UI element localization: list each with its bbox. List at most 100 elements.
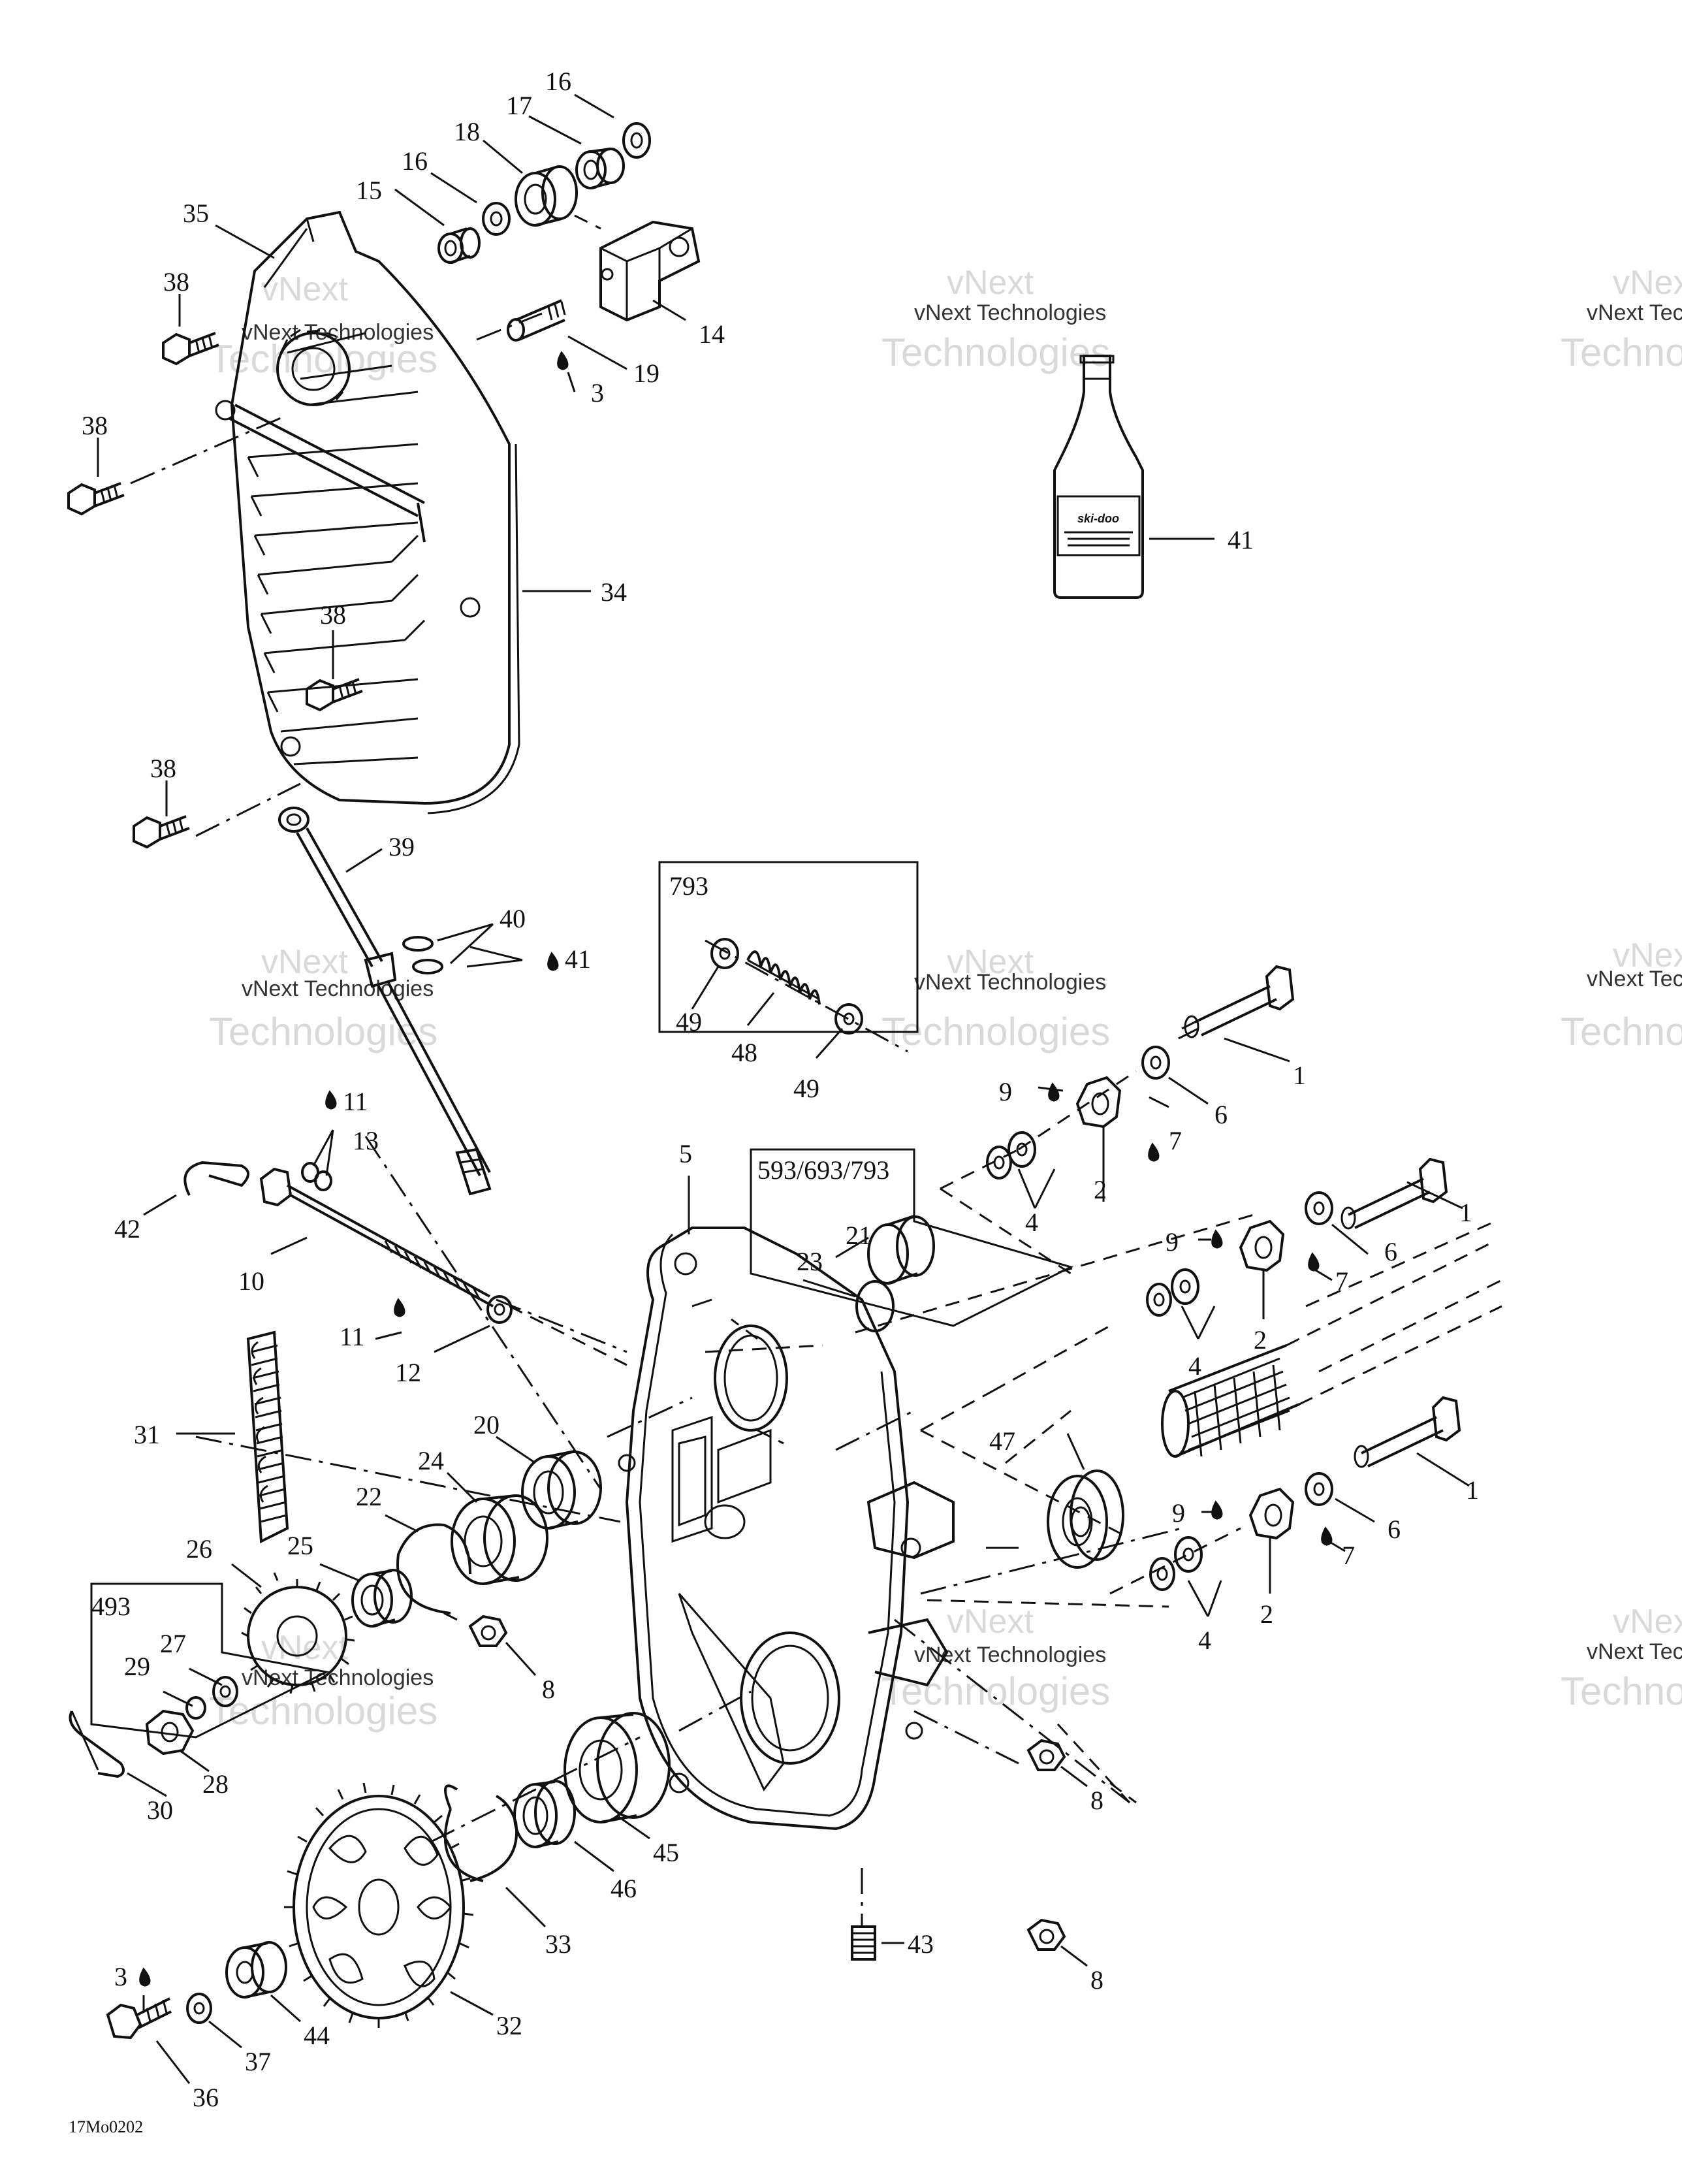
cotter-pin bbox=[183, 1161, 249, 1196]
watermark: vNext vNext Technologies Technologies bbox=[881, 943, 1110, 1053]
callout-18: 18 bbox=[454, 117, 480, 146]
callout-28: 28 bbox=[202, 1769, 229, 1799]
callout-11: 11 bbox=[343, 1087, 368, 1116]
watermark: vNext vNext Technologies Technologies bbox=[209, 943, 437, 1053]
housing-rib bbox=[678, 1593, 785, 1791]
drawing-code: 17Mo0202 bbox=[69, 2117, 143, 2136]
watermark-line3: Technologies bbox=[1561, 330, 1682, 374]
lubricant-drop-icon bbox=[1211, 1229, 1223, 1249]
callout-2: 2 bbox=[1254, 1325, 1267, 1355]
washer bbox=[1305, 1472, 1333, 1506]
callout-22: 22 bbox=[356, 1482, 382, 1511]
watermark-line3: Technologies bbox=[1561, 1010, 1682, 1053]
o-ring bbox=[402, 936, 434, 952]
circlip-33 bbox=[443, 1784, 518, 1882]
watermark-line2: vNext Technologies bbox=[914, 970, 1106, 995]
axis-line bbox=[835, 1409, 915, 1451]
adjuster-bolt bbox=[183, 1161, 513, 1324]
sprocket-hub bbox=[358, 1878, 400, 1936]
circlip-22 bbox=[396, 1523, 471, 1621]
callout-38: 38 bbox=[320, 600, 346, 630]
washer-37 bbox=[186, 1993, 212, 2024]
axis-line bbox=[607, 1396, 693, 1438]
bolt-assembly-top bbox=[986, 965, 1295, 1180]
callout-20: 20 bbox=[473, 1410, 500, 1439]
bottle-fine-print bbox=[1064, 531, 1133, 547]
watermark-group: vNext vNext Technologies Technologies vN… bbox=[209, 264, 1682, 1733]
watermark: vNext vNext Technologies Technologies bbox=[1561, 264, 1682, 374]
watermark-line1: vNext bbox=[947, 264, 1034, 302]
callout-47: 47 bbox=[989, 1426, 1015, 1456]
bolt-head bbox=[259, 1167, 293, 1207]
needle-bearing bbox=[575, 148, 625, 189]
spring bbox=[746, 950, 821, 1005]
tensioner-rod bbox=[278, 807, 492, 1196]
watermark-line3: Technologies bbox=[881, 330, 1110, 374]
cover-outline bbox=[230, 210, 511, 805]
callout-17: 17 bbox=[506, 91, 532, 120]
cotter-pin bbox=[69, 1710, 125, 1778]
callout-39: 39 bbox=[389, 832, 415, 861]
callout-8: 8 bbox=[1090, 1965, 1103, 1995]
callout-6: 6 bbox=[1214, 1100, 1228, 1129]
callout-16: 16 bbox=[545, 67, 571, 96]
axis-line bbox=[894, 1618, 1130, 1804]
nut bbox=[1248, 1487, 1295, 1540]
bolt-head bbox=[1265, 965, 1295, 1011]
callout-12: 12 bbox=[395, 1358, 421, 1387]
callout-13: 13 bbox=[353, 1126, 379, 1155]
watermark-line2: vNext Technologies bbox=[914, 300, 1106, 325]
callout-5: 5 bbox=[679, 1139, 692, 1168]
dashed-line bbox=[1018, 1070, 1137, 1151]
callout-1: 1 bbox=[1466, 1475, 1479, 1505]
washer bbox=[622, 122, 651, 159]
watermark-line2: vNext Technologies bbox=[1587, 1639, 1682, 1664]
axis-line bbox=[195, 782, 301, 837]
lubricant-bottle: ski-doo bbox=[1053, 355, 1144, 599]
housing-boss bbox=[866, 1481, 955, 1560]
tensioner-bolt bbox=[507, 299, 566, 342]
axis-line bbox=[130, 417, 281, 485]
bolt-38 bbox=[162, 332, 219, 366]
callout-49: 49 bbox=[676, 1007, 702, 1036]
housing-bolt-hole bbox=[669, 1773, 690, 1793]
housing-bolt-hole bbox=[674, 1252, 697, 1276]
spacer-25 bbox=[351, 1569, 413, 1628]
watermark: vNext vNext Technologies Technologies bbox=[1561, 1603, 1682, 1713]
sprocket-26 bbox=[241, 1572, 355, 1694]
callout-23: 23 bbox=[797, 1247, 823, 1276]
watermark: vNext vNext Technologies Technologies bbox=[209, 1629, 437, 1733]
bolt-assembly-bottom bbox=[1149, 1396, 1461, 1591]
axis-line bbox=[430, 1736, 641, 1843]
callout-16: 16 bbox=[402, 146, 428, 176]
leader-lines bbox=[97, 93, 1470, 2084]
callout-25: 25 bbox=[287, 1531, 313, 1560]
callout-7: 7 bbox=[1342, 1541, 1355, 1570]
watermark-line1: vNext bbox=[947, 943, 1034, 981]
washer bbox=[482, 202, 511, 236]
detail-box-793: 793 bbox=[658, 861, 919, 1053]
washer bbox=[710, 938, 739, 969]
bearing-45 bbox=[563, 1712, 671, 1823]
cover-edge bbox=[263, 218, 315, 288]
callout-2: 2 bbox=[1094, 1175, 1107, 1204]
callout-40: 40 bbox=[500, 904, 526, 933]
nut bbox=[1075, 1076, 1122, 1129]
watermark-line3: Technologies bbox=[209, 1689, 437, 1733]
callout-21: 21 bbox=[846, 1221, 872, 1250]
washer bbox=[1171, 1268, 1199, 1305]
watermark-line2: vNext Technologies bbox=[242, 976, 434, 1001]
oil-seal bbox=[1047, 1469, 1124, 1569]
housing-window bbox=[671, 1415, 713, 1543]
bearing-24 bbox=[451, 1494, 548, 1585]
housing-bore-upper bbox=[714, 1325, 788, 1432]
callout-4: 4 bbox=[1188, 1351, 1201, 1381]
housing-window bbox=[717, 1428, 772, 1504]
cover-ribs bbox=[247, 332, 426, 765]
dashed-line bbox=[574, 214, 601, 230]
callout-14: 14 bbox=[699, 319, 725, 349]
washer bbox=[1008, 1131, 1036, 1168]
washer bbox=[486, 1295, 513, 1324]
bolt-38 bbox=[133, 815, 190, 849]
